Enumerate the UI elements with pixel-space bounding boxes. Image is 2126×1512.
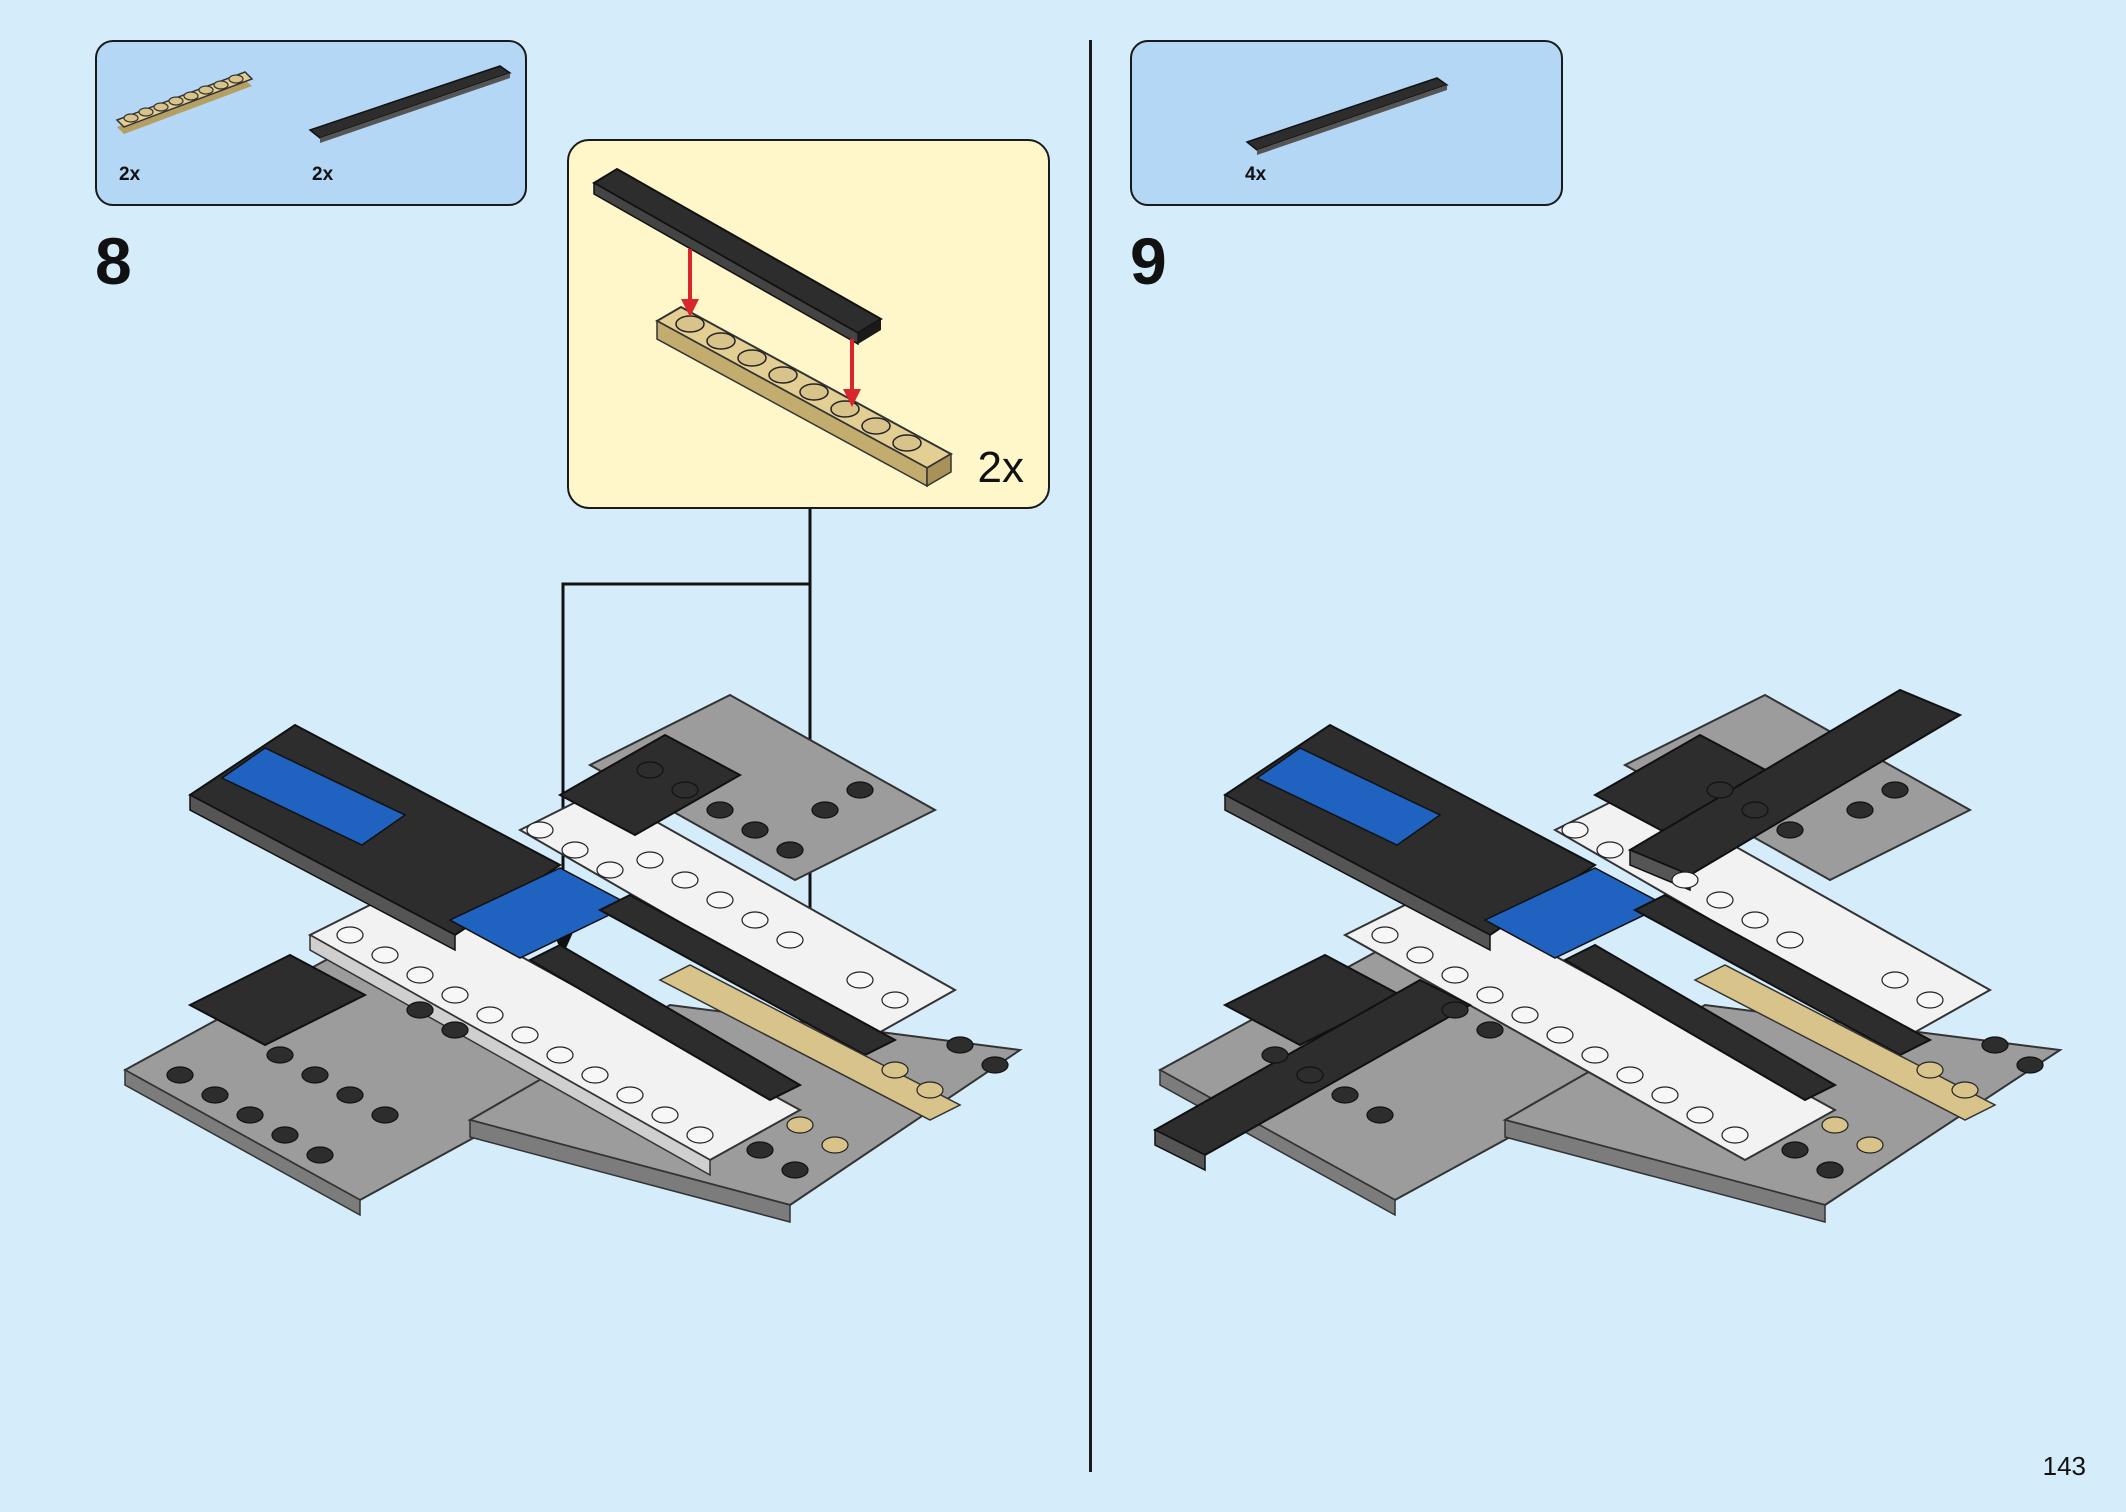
- step9-parts-list: 4x: [1130, 40, 1563, 206]
- black-tile-part-image: [1245, 77, 1449, 155]
- tan-plate-qty: 2x: [119, 164, 141, 185]
- page-number: 143: [2042, 1451, 2086, 1481]
- subassembly-callout: 2x: [567, 139, 1050, 509]
- step9-number: 9: [1130, 224, 1167, 298]
- subassembly-illustration: [592, 167, 954, 488]
- black-tile-qty: 4x: [1245, 164, 1267, 185]
- black-tile-part-image: [308, 65, 512, 143]
- tan-plate-part-image: [115, 71, 254, 134]
- black-tile-qty: 2x: [312, 164, 334, 185]
- step8-number: 8: [95, 224, 132, 298]
- step8-parts-list: 2x 2x: [95, 40, 527, 206]
- subassembly-qty: 2x: [977, 443, 1024, 492]
- page-divider: [1089, 40, 1092, 1472]
